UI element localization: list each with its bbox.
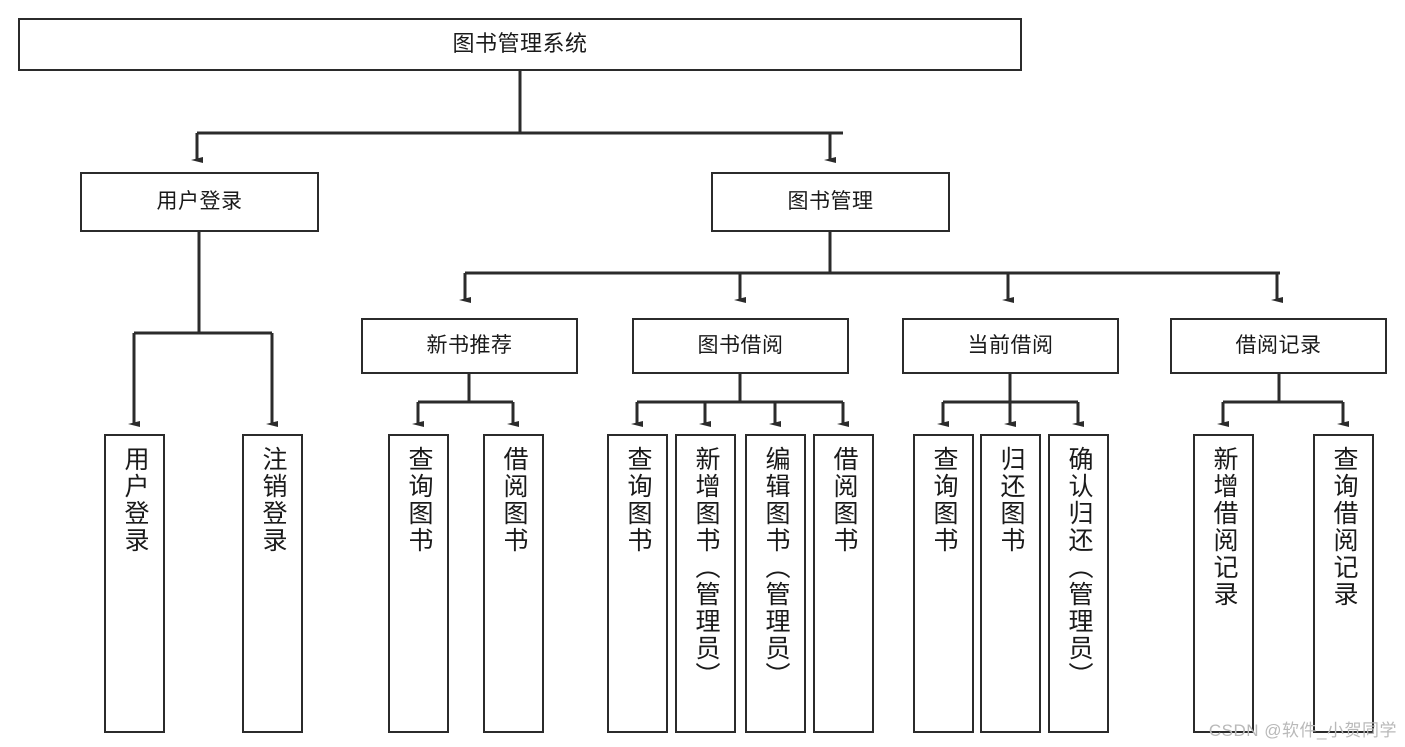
node-label: 查询图书 [624, 446, 652, 554]
node-label: 图书管理 [787, 189, 874, 213]
node-leaf-add-borrow-record[interactable]: 新增借阅记录 [1193, 434, 1254, 733]
node-label: 编辑图书（管理员） [762, 446, 790, 689]
node-leaf-user-login[interactable]: 用户登录 [104, 434, 165, 733]
node-label: 借阅图书 [830, 446, 858, 554]
node-label: 新书推荐 [426, 333, 513, 357]
node-leaf-query-book-borrow[interactable]: 查询图书 [607, 434, 668, 733]
node-book-management[interactable]: 图书管理 [711, 172, 950, 232]
node-current-borrow[interactable]: 当前借阅 [902, 318, 1119, 374]
node-label: 图书管理系统 [452, 31, 588, 57]
node-user-login[interactable]: 用户登录 [80, 172, 319, 232]
node-leaf-borrow-book-recommend[interactable]: 借阅图书 [483, 434, 544, 733]
node-leaf-query-borrow-record[interactable]: 查询借阅记录 [1313, 434, 1374, 733]
node-label: 确认归还（管理员） [1065, 446, 1093, 689]
node-leaf-query-book-recommend[interactable]: 查询图书 [388, 434, 449, 733]
node-leaf-borrow-book[interactable]: 借阅图书 [813, 434, 874, 733]
node-label: 用户登录 [156, 189, 243, 213]
node-label: 注销登录 [259, 446, 287, 554]
node-label: 借阅图书 [500, 446, 528, 554]
node-borrow-record[interactable]: 借阅记录 [1170, 318, 1387, 374]
node-leaf-confirm-return-admin[interactable]: 确认归还（管理员） [1048, 434, 1109, 733]
node-label: 归还图书 [997, 446, 1025, 554]
node-label: 图书借阅 [697, 333, 784, 357]
node-label: 用户登录 [121, 446, 149, 554]
node-leaf-add-book-admin[interactable]: 新增图书（管理员） [675, 434, 736, 733]
node-root-system[interactable]: 图书管理系统 [18, 18, 1022, 71]
node-leaf-edit-book-admin[interactable]: 编辑图书（管理员） [745, 434, 806, 733]
node-label: 借阅记录 [1235, 333, 1322, 357]
node-book-borrow[interactable]: 图书借阅 [632, 318, 849, 374]
node-label: 查询图书 [930, 446, 958, 554]
node-leaf-logout[interactable]: 注销登录 [242, 434, 303, 733]
node-leaf-return-book[interactable]: 归还图书 [980, 434, 1041, 733]
node-label: 新增图书（管理员） [692, 446, 720, 689]
csdn-watermark: CSDN @软件_小贺同学 [1208, 721, 1397, 740]
node-label: 查询图书 [405, 446, 433, 554]
node-label: 新增借阅记录 [1210, 446, 1238, 608]
node-leaf-query-book-current[interactable]: 查询图书 [913, 434, 974, 733]
node-label: 查询借阅记录 [1330, 446, 1358, 608]
node-new-book-recommend[interactable]: 新书推荐 [361, 318, 578, 374]
node-label: 当前借阅 [967, 333, 1054, 357]
